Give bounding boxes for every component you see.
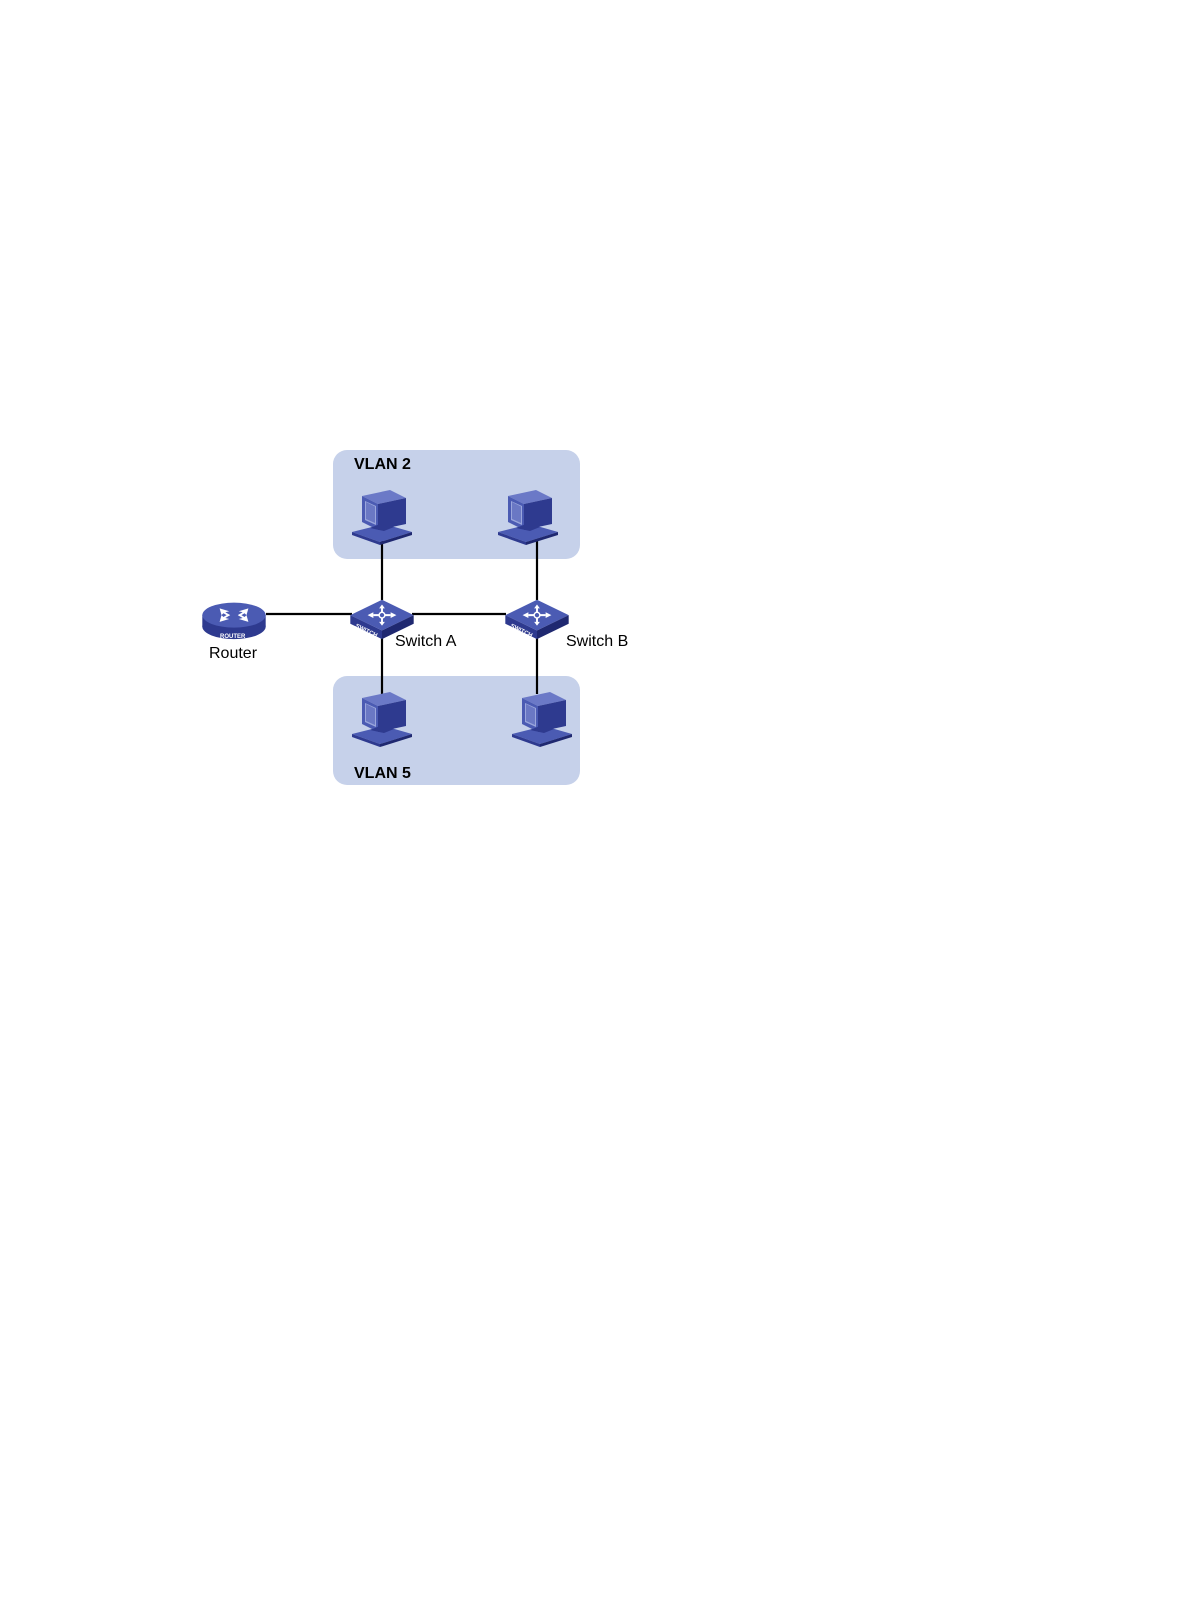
vlan-5-label: VLAN 5: [354, 765, 411, 782]
vlan-2-label: VLAN 2: [354, 456, 411, 473]
router-badge: ROUTER: [220, 634, 246, 640]
switch-b-icon: [505, 600, 568, 639]
router-label: Router: [209, 645, 258, 662]
switch-b-label: Switch B: [566, 633, 628, 650]
switch-a-label: Switch A: [395, 633, 457, 650]
